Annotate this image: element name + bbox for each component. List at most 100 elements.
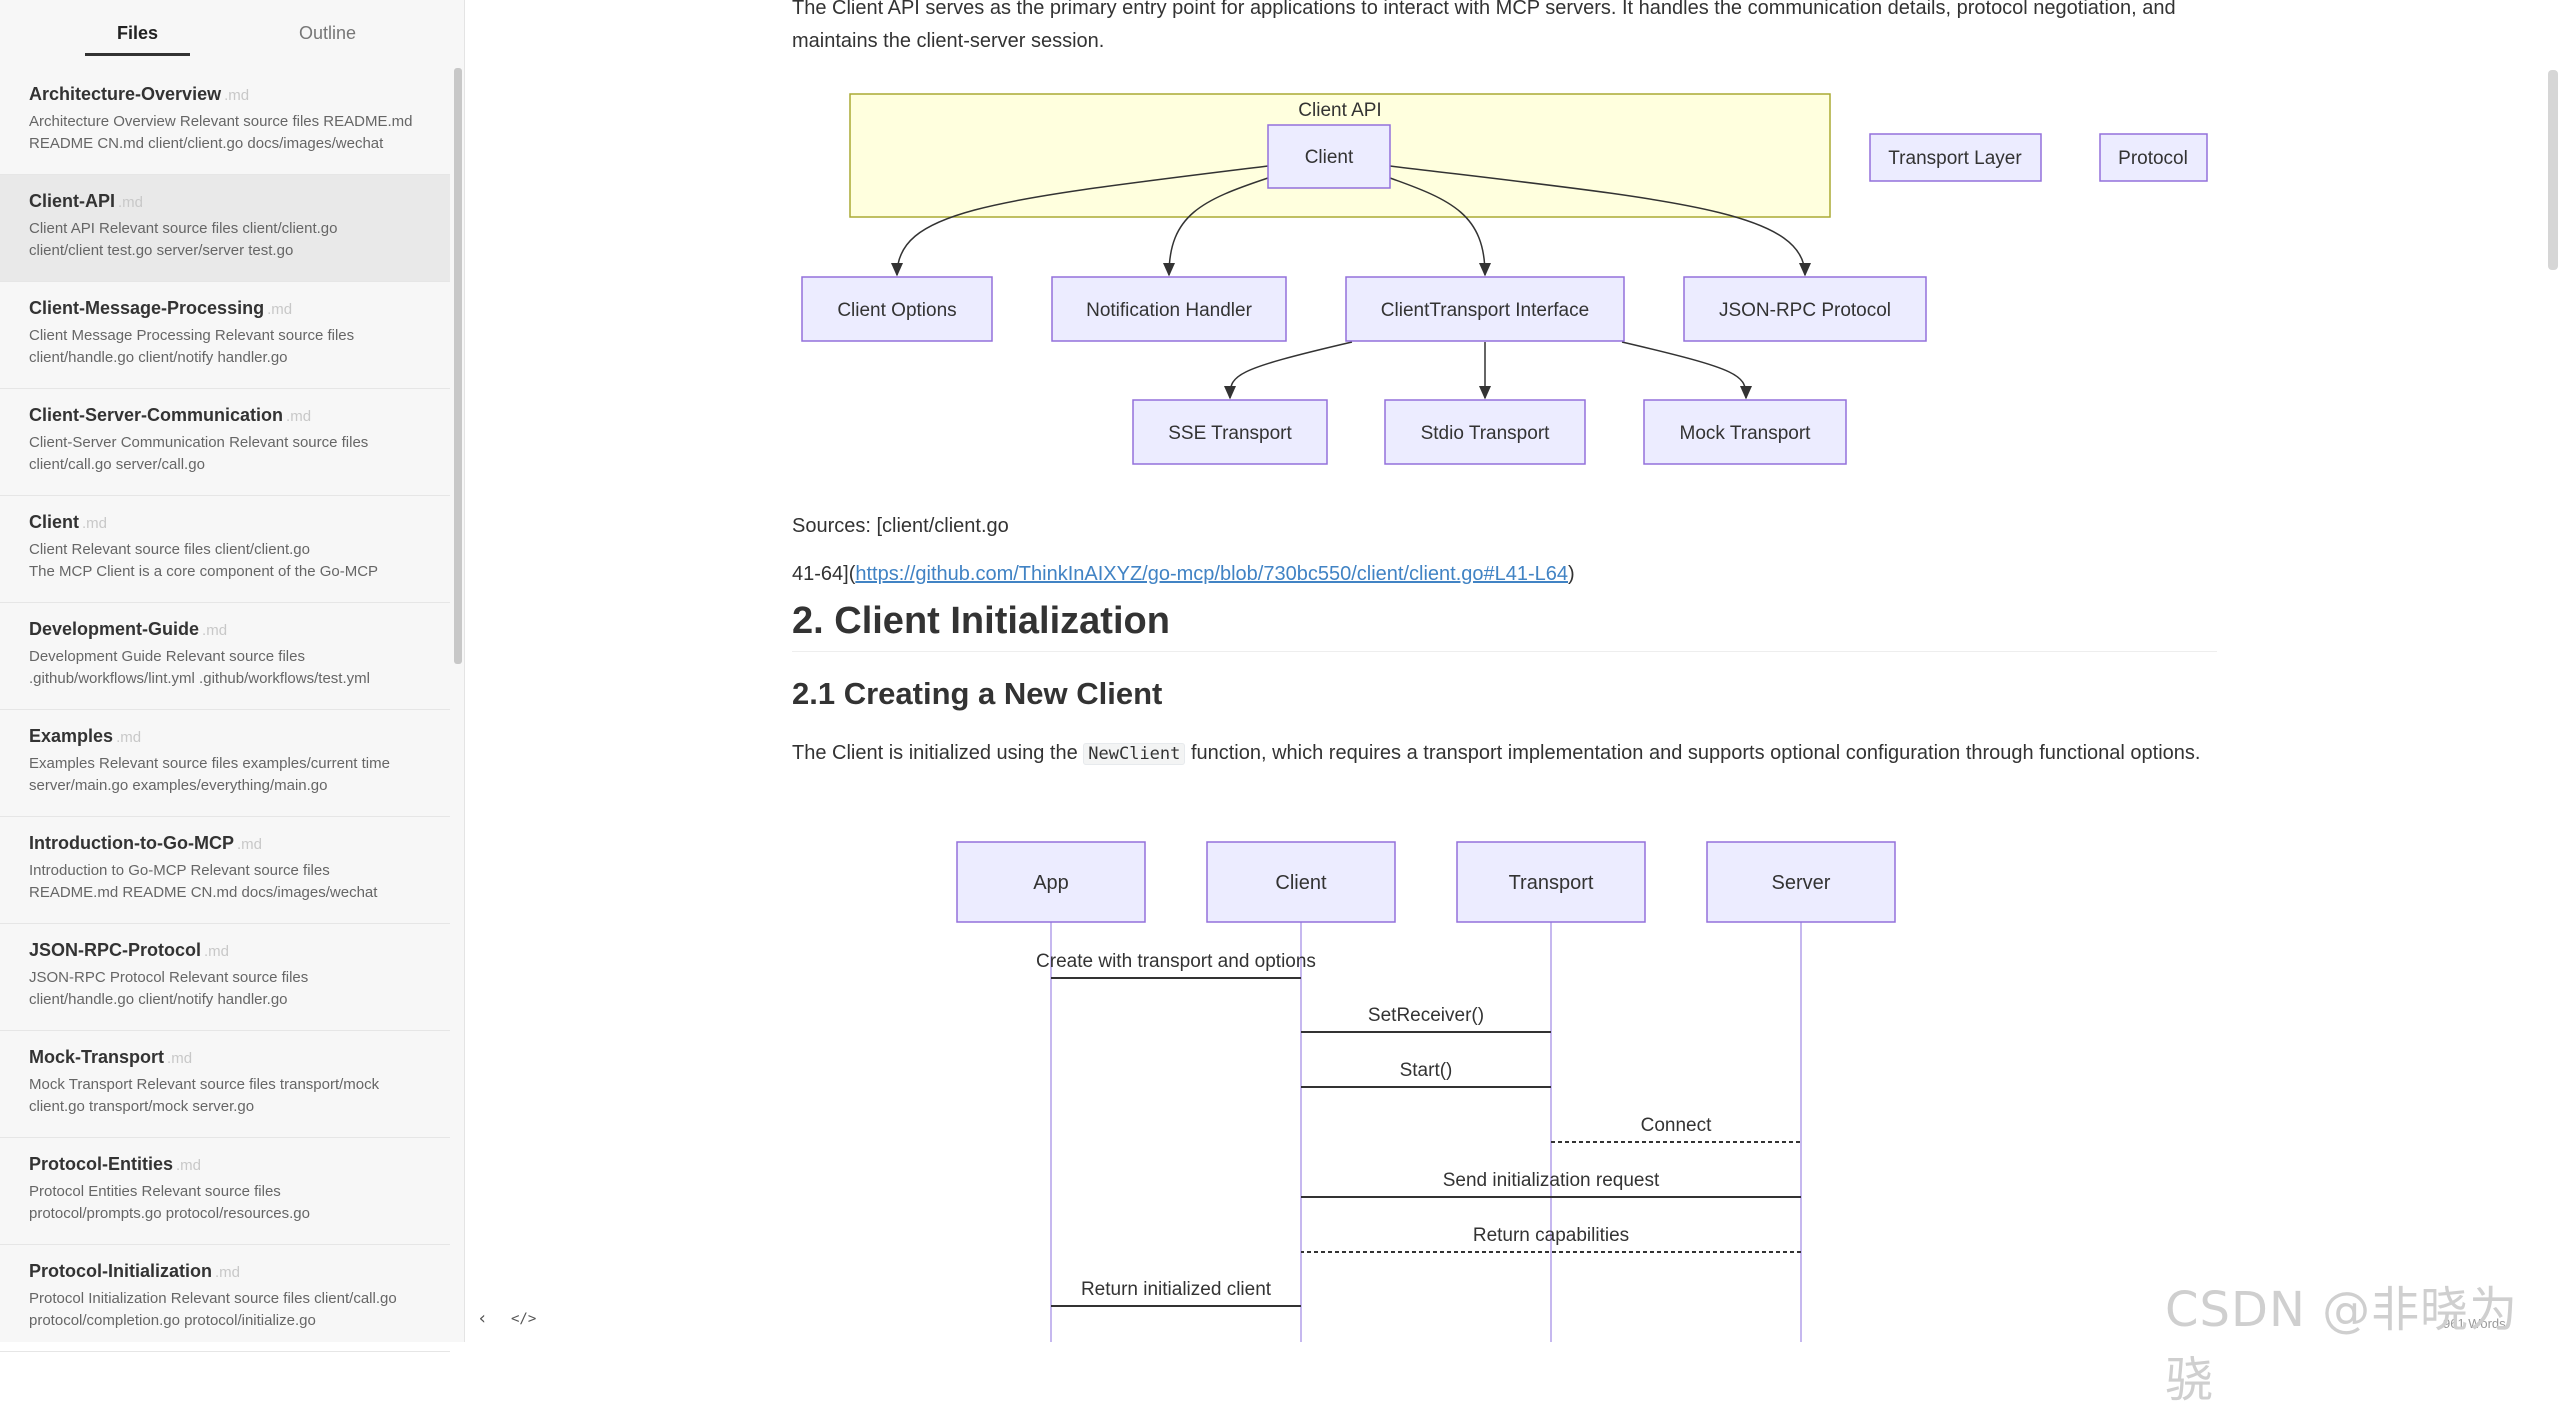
node-sse-transport — [1132, 399, 1328, 465]
node-protocol-label: Protocol — [2118, 148, 2188, 169]
file-title: Client.md — [29, 512, 430, 533]
actor-box — [1456, 841, 1646, 923]
node-notification-handler — [1051, 276, 1287, 342]
actor-box — [956, 841, 1146, 923]
init-paragraph: The Client is initialized using the NewC… — [792, 737, 2217, 771]
message-label: Start() — [1400, 1060, 1453, 1081]
file-title-text: Introduction-to-Go-MCP — [29, 833, 234, 853]
file-title: Development-Guide.md — [29, 619, 430, 640]
init-text-before: The Client is initialized using the — [792, 742, 1084, 764]
node-stdio-transport — [1384, 399, 1586, 465]
file-title: Protocol-Entities.md — [29, 1154, 430, 1175]
client-api-architecture-diagram: Client API Client Transport Layer Protoc… — [801, 93, 2208, 465]
file-title-text: Protocol-Entities — [29, 1154, 174, 1174]
sidebar-tabs: Files Outline — [0, 0, 465, 62]
edge-mock — [1621, 341, 1752, 400]
node-client-options — [801, 276, 993, 342]
node-client-label: Client — [1305, 147, 1354, 168]
edge-clienttransport — [1389, 177, 1491, 277]
node-clienttransport-interface — [1345, 276, 1625, 342]
message-label: Send initialization request — [1443, 1170, 1660, 1191]
file-extension: .md — [116, 729, 142, 746]
file-extension: .md — [204, 943, 230, 960]
node-clienttransport-label: ClientTransport Interface — [1381, 300, 1589, 321]
sidebar-scrollbar[interactable] — [454, 68, 462, 664]
active-tab-indicator — [85, 53, 190, 56]
edge-client-options — [891, 165, 1269, 277]
sources-link[interactable]: https://github.com/ThinkInAIXYZ/go-mcp/b… — [855, 563, 1569, 585]
message-label: Return capabilities — [1473, 1225, 1629, 1246]
file-title: Introduction-to-Go-MCP.md — [29, 833, 430, 854]
message-label: SetReceiver() — [1368, 1005, 1484, 1026]
file-title: Client-API.md — [29, 191, 430, 212]
content-scrollbar[interactable] — [2548, 70, 2558, 270]
tab-outline[interactable]: Outline — [298, 23, 357, 43]
collapse-sidebar-icon[interactable]: ‹ — [477, 1308, 488, 1329]
message-label: Return initialized client — [1081, 1279, 1272, 1300]
node-mock-label: Mock Transport — [1680, 423, 1812, 444]
file-description: Development Guide Relevant source files … — [29, 648, 370, 687]
actor-label: App — [1033, 872, 1069, 894]
file-title-text: JSON-RPC-Protocol — [29, 940, 202, 960]
node-jsonrpc-label: JSON-RPC Protocol — [1719, 300, 1891, 321]
file-title-text: Examples — [29, 726, 114, 746]
node-transport-layer-label: Transport Layer — [1888, 148, 2022, 169]
word-count: 961 Words — [2443, 1316, 2506, 1331]
file-description: Client Message Processing Relevant sourc… — [29, 327, 355, 366]
node-client-options-label: Client Options — [837, 300, 956, 321]
heading-creating-new-client: 2.1 Creating a New Client — [792, 676, 1163, 711]
edge-jsonrpc — [1389, 165, 1811, 277]
file-title-text: Client-API — [29, 191, 116, 211]
sources-close: ) — [1568, 563, 1575, 585]
file-description: Introduction to Go-MCP Relevant source f… — [29, 862, 378, 901]
file-description: Protocol Entities Relevant source files … — [29, 1183, 310, 1222]
file-title: Client-Server-Communication.md — [29, 405, 430, 426]
newclient-code: NewClient — [1083, 743, 1186, 765]
file-title: Architecture-Overview.md — [29, 84, 430, 105]
file-extension: .md — [167, 1050, 193, 1067]
actor-label: Transport — [1509, 872, 1594, 894]
file-extension: .md — [202, 622, 228, 639]
actor-box — [1206, 841, 1396, 923]
edge-notification-handler — [1163, 177, 1269, 277]
file-description: Client API Relevant source files client/… — [29, 220, 338, 259]
file-extension: .md — [236, 836, 262, 853]
file-title: Mock-Transport.md — [29, 1047, 430, 1068]
node-transport-layer — [1869, 133, 2042, 182]
node-client — [1267, 124, 1391, 189]
file-title-text: Architecture-Overview — [29, 84, 222, 104]
file-description: Mock Transport Relevant source files tra… — [29, 1076, 380, 1115]
actor-label: Server — [1772, 872, 1831, 894]
sidebar-footer: ‹ </> — [465, 1300, 585, 1340]
init-text-after: function, which requires a transport imp… — [1185, 742, 2201, 764]
file-extension: .md — [82, 515, 108, 532]
file-description: Architecture Overview Relevant source fi… — [29, 113, 413, 152]
file-extension: .md — [286, 408, 312, 425]
node-notification-handler-label: Notification Handler — [1086, 300, 1252, 321]
tab-files[interactable]: Files — [116, 23, 159, 43]
file-title-text: Mock-Transport — [29, 1047, 165, 1067]
source-mode-icon[interactable]: </> — [511, 1311, 537, 1327]
client-api-group-label: Client API — [1298, 100, 1381, 121]
file-extension: .md — [224, 87, 250, 104]
file-title: Protocol-Initialization.md — [29, 1261, 430, 1282]
file-description: Examples Relevant source files examples/… — [29, 755, 390, 794]
file-extension: .md — [118, 194, 144, 211]
file-description: Client Relevant source files client/clie… — [29, 541, 379, 580]
file-description: JSON-RPC Protocol Relevant source files … — [29, 969, 309, 1008]
